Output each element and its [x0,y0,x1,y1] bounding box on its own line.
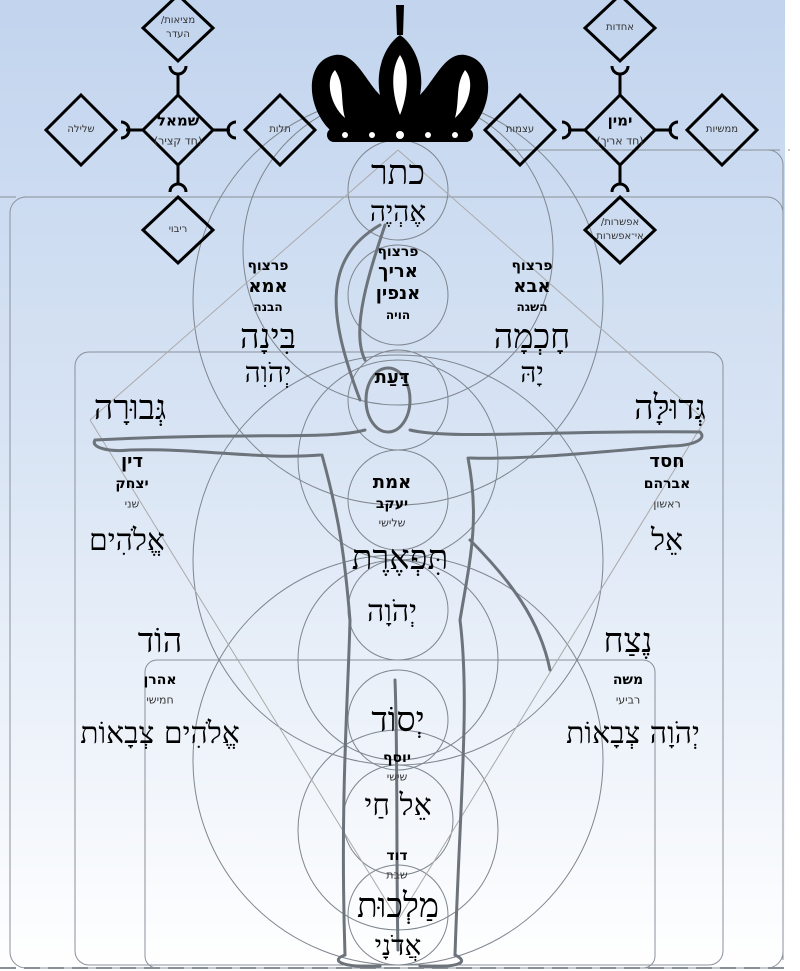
binah-partzuf: פרצוף [247,258,289,274]
yesod-patriarch: יוסף [383,750,411,766]
binah-quality: הבנה [253,300,283,314]
malchut-name: מַלְכוּת [356,886,440,926]
netzach-name: נֶצַח [603,621,653,661]
keter-divine-name: אֶהְיֶה [369,195,427,228]
keter-name: כתר [370,153,426,193]
gevurah-patriarch: יצחק [115,476,149,492]
chochmah-name: חָכְמָה [493,317,571,357]
right-cross-center: ימין [607,111,633,130]
yesod-divine-name: אֵל חַי [364,788,432,823]
keter-sub: הויה [385,308,411,322]
binah-partzuf-name: אמא [248,276,288,297]
netzach-order: רביעי [615,693,641,707]
binah-name: בִּינָה [240,317,296,357]
gedulah-patriarch: אברהם [643,476,691,492]
tiferet-name: תִּפְאֶרֶת [351,538,449,578]
tiferet-alt: אמת [372,472,412,493]
malchut-patriarch: דוד [386,848,408,864]
chochmah-quality: השגה [516,300,548,314]
tiferet-divine-name: יְהֹוָה [366,594,418,629]
keter-partzuf-name2: אנפין [375,283,421,304]
netzach-divine-name: יְהֹוָה צְבָאוֹת [566,716,700,751]
gedulah-name: גְּדוּלָּה [634,388,706,428]
chochmah-divine-name: יָהּ [520,356,544,389]
gedulah-alt: חסד [649,451,685,472]
crown-icon [311,5,489,142]
right-cross [482,0,760,266]
chochmah-partzuf-name: אבא [513,276,551,297]
right-cross-right: ממשיות [705,124,739,135]
netzach-patriarch: משה [612,672,644,688]
right-cross-left: עצמות [505,124,535,135]
left-cross-left: שלילה [67,124,95,135]
right-cross-bottom: אפשרות/ אי־אפשרות [596,217,644,242]
keter-partzuf-name1: אריך [378,261,418,282]
tiferet-patriarch: יעקב [375,496,409,512]
malchut-order: שבת [386,868,408,882]
hod-divine-name: אֱלֹהִים צְבָאוֹת [80,716,240,751]
hod-order: חמישי [146,693,174,707]
gevurah-alt: דין [120,451,144,472]
right-cross-center-sub: (חד אריך) [596,134,644,148]
hod-patriarch: אהרן [143,672,177,688]
left-cross-center: שמאל [156,111,200,130]
left-cross-bottom: ריבוי [168,224,188,235]
gedulah-divine-name: אֵל [650,523,684,558]
right-cross-top: אחדות [606,22,634,33]
gevurah-name: גְּבוּרָה [93,388,167,428]
gevurah-divine-name: אֱלֹהִים [89,523,165,558]
keter-partzuf: פרצוף [377,244,419,260]
cross-diagrams [43,0,760,266]
malchut-divine-name: אֲדֹנָי [374,929,422,962]
gevurah-order: שני [124,497,140,511]
gedulah-order: ראשון [653,497,681,511]
daat-name: דַּעַת [374,367,410,388]
left-cross-center-sub: (חד קציר) [153,134,203,148]
chochmah-partzuf: פרצוף [511,258,553,274]
binah-divine-name: יְהֹוִה [244,356,292,389]
left-cross [43,0,318,266]
yesod-name: יְסוֹד [371,700,425,740]
left-cross-right: תלות [269,124,291,135]
left-cross-top: מציאות/ העדר [160,15,196,40]
yesod-order: שישי [386,770,408,784]
tiferet-order: שלישי [378,516,406,530]
human-figure [92,223,704,968]
hod-name: הוֹד [137,621,183,661]
